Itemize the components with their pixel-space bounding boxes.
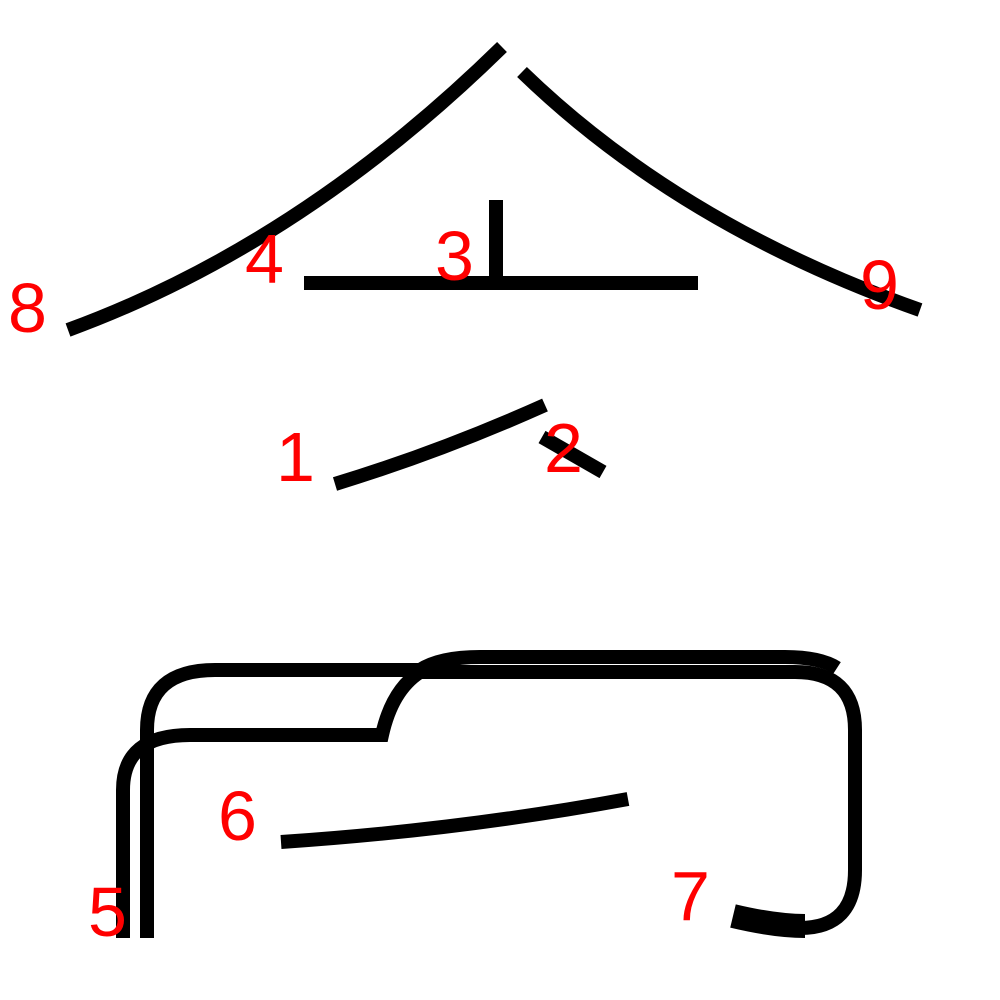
- stroke-1: [332, 398, 548, 491]
- stroke-7: [730, 904, 806, 938]
- stroke-label-9: 9: [860, 246, 899, 324]
- stroke-label-3: 3: [435, 217, 474, 295]
- stroke-label-2: 2: [544, 409, 583, 487]
- stroke-5-outer: [140, 650, 841, 938]
- stroke-label-6: 6: [218, 777, 257, 855]
- stroke-9: [517, 66, 923, 317]
- stroke-label-5: 5: [88, 873, 127, 951]
- stroke-2: [538, 430, 607, 479]
- stroke-label-8: 8: [8, 269, 47, 347]
- stroke-8: [65, 42, 507, 337]
- stroke-label-4: 4: [245, 220, 284, 298]
- stroke-label-7: 7: [671, 857, 710, 935]
- stroke-label-1: 1: [276, 418, 315, 496]
- stroke-6: [280, 792, 630, 849]
